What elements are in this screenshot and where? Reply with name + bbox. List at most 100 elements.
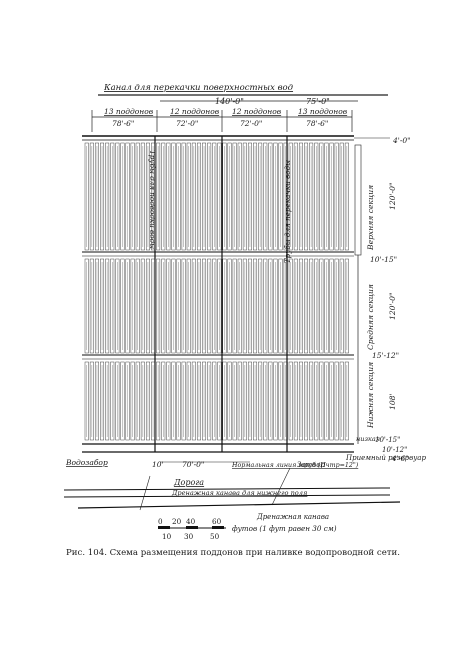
irrigation-pan [171,258,176,354]
irrigation-pan [171,142,176,251]
irrigation-pan [232,258,237,354]
irrigation-pan [181,258,186,354]
irrigation-pan [217,361,222,441]
scale-tick-bottom: 10 [162,532,172,541]
irrigation-pan [258,258,263,354]
irrigation-pan [120,361,125,441]
dim-overall-a: 140'-0" [215,97,244,106]
irrigation-pan [89,258,94,354]
irrigation-pan [268,142,273,251]
irrigation-pan [100,142,105,251]
g1-len: 78'-6" [112,119,134,128]
irrigation-pan [227,142,232,251]
irrigation-pan [217,142,222,251]
irrigation-pan [222,258,227,354]
drain2-label: Дренажная канава [256,513,329,521]
irrigation-pan [202,361,207,441]
gate-label: Затвор [297,461,325,469]
irrigation-pan [196,142,201,251]
scale-tick-bottom: 50 [210,532,220,541]
irrigation-pan [115,258,120,354]
bottom-10: 10' [152,460,164,469]
bottom-70: 70'-0" [182,460,204,469]
irrigation-pan [309,142,314,251]
irrigation-pan [207,361,212,441]
irrigation-pan [94,142,99,251]
irrigation-pan [268,258,273,354]
irrigation-pan [196,258,201,354]
g1-count: 13 поддонов [104,107,154,116]
irrigation-pan [140,142,145,251]
irrigation-pan [161,361,166,441]
irrigation-pan [288,142,293,251]
irrigation-pan [339,361,344,441]
irrigation-pan [278,142,283,251]
irrigation-pan [100,361,105,441]
irrigation-pan [314,361,319,441]
irrigation-pan [309,258,314,354]
road-line-bottom [63,494,391,498]
irrigation-pan [258,142,263,251]
irrigation-pan [278,361,283,441]
irrigation-pan [110,361,115,441]
g4-len: 78'-6" [306,119,328,128]
lower-small-label: низкая [356,435,380,443]
lower-section-pans [84,361,349,441]
irrigation-pan [145,361,150,441]
irrigation-pan [105,142,110,251]
irrigation-pan [293,142,298,251]
irrigation-pan [293,258,298,354]
irrigation-pan [140,258,145,354]
irrigation-pan [319,361,324,441]
irrigation-pan [207,142,212,251]
irrigation-pan [166,142,171,251]
irrigation-pan [212,142,217,251]
irrigation-pan [186,258,191,354]
irrigation-pan [125,361,130,441]
irrigation-pan [166,258,171,354]
scale-tick-top: 60 [212,517,222,526]
irrigation-pan [156,361,161,441]
irrigation-pan [273,361,278,441]
lower-section-label: Нижняя секция [366,362,375,429]
irrigation-pan [130,258,135,354]
irrigation-pan [334,258,339,354]
middle-len: 120'-0" [388,293,397,320]
irrigation-pan [135,361,140,441]
scale-tick-top: 40 [186,517,196,526]
irrigation-pan [161,258,166,354]
dim-right-top: 4'-0" [392,136,411,145]
irrigation-pan [263,142,268,251]
middle-section-pans [84,258,349,354]
irrigation-pan [329,361,334,441]
irrigation-pan [324,258,329,354]
irrigation-pan [344,142,349,251]
irrigation-pan [278,258,283,354]
lower-len: 108' [388,393,397,410]
irrigation-pan [202,258,207,354]
irrigation-pan [212,361,217,441]
irrigation-pan [344,361,349,441]
gap2: 15'-12" [372,351,399,360]
gap5: 4'-6" [391,455,408,463]
irrigation-pan [222,361,227,441]
irrigation-pan [191,258,196,354]
irrigation-pan [222,142,227,251]
irrigation-pan [329,142,334,251]
irrigation-pan [227,361,232,441]
irrigation-pan [84,361,89,441]
irrigation-pan [105,361,110,441]
irrigation-pan [202,142,207,251]
irrigation-pan [227,258,232,354]
irrigation-pan [344,258,349,354]
irrigation-pan [298,361,303,441]
irrigation-pan [232,142,237,251]
irrigation-pan [125,142,130,251]
irrigation-pan [263,361,268,441]
g3-count: 12 поддонов [232,107,282,116]
road-label: Дорога [173,478,204,487]
irrigation-pan [298,142,303,251]
irrigation-pan [130,142,135,251]
irrigation-pan [191,142,196,251]
